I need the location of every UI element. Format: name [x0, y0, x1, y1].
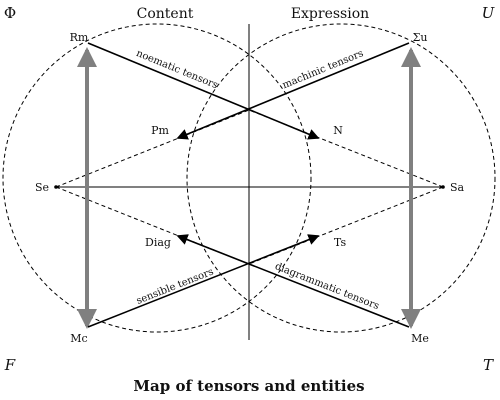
- entity-mc-label: Mc: [70, 332, 87, 345]
- content-heading: Content: [137, 6, 194, 22]
- entity-diag-label: Diag: [145, 236, 171, 249]
- entity-su-label: Σu: [413, 31, 428, 44]
- entity-me-label: Me: [411, 332, 429, 345]
- me-to-diag-arrow: [176, 234, 410, 328]
- entity-rm-label: Rm: [70, 31, 89, 44]
- machinic-tensors-label: machinic tensors: [281, 48, 365, 91]
- entity-n-label: N: [333, 124, 343, 137]
- sensible-tensors-label: sensible tensors: [135, 266, 215, 306]
- corner-bottom-left-label: F: [4, 356, 16, 374]
- expression-circle: [186, 23, 496, 333]
- entity-ts-label: Ts: [334, 236, 347, 249]
- figure-title: Map of tensors and entities: [133, 377, 364, 395]
- su-to-pm-arrow: [176, 42, 410, 140]
- mc-to-ts-arrow: [87, 234, 320, 328]
- corner-top-left-label: Φ: [4, 4, 16, 22]
- entity-sa-label: Sa: [450, 181, 465, 194]
- corner-bottom-right-label: T: [483, 356, 494, 374]
- corner-top-right-label: U: [482, 4, 496, 22]
- noematic-tensors-label: noematic tensors: [135, 48, 220, 91]
- rm-to-n-arrow: [87, 42, 320, 140]
- expression-heading: Expression: [291, 6, 369, 22]
- content-circle: [2, 23, 312, 333]
- diagrammatic-tensors-label: diagrammatic tensors: [273, 261, 380, 312]
- entity-se-label: Se: [35, 181, 49, 194]
- entity-pm-label: Pm: [151, 124, 169, 137]
